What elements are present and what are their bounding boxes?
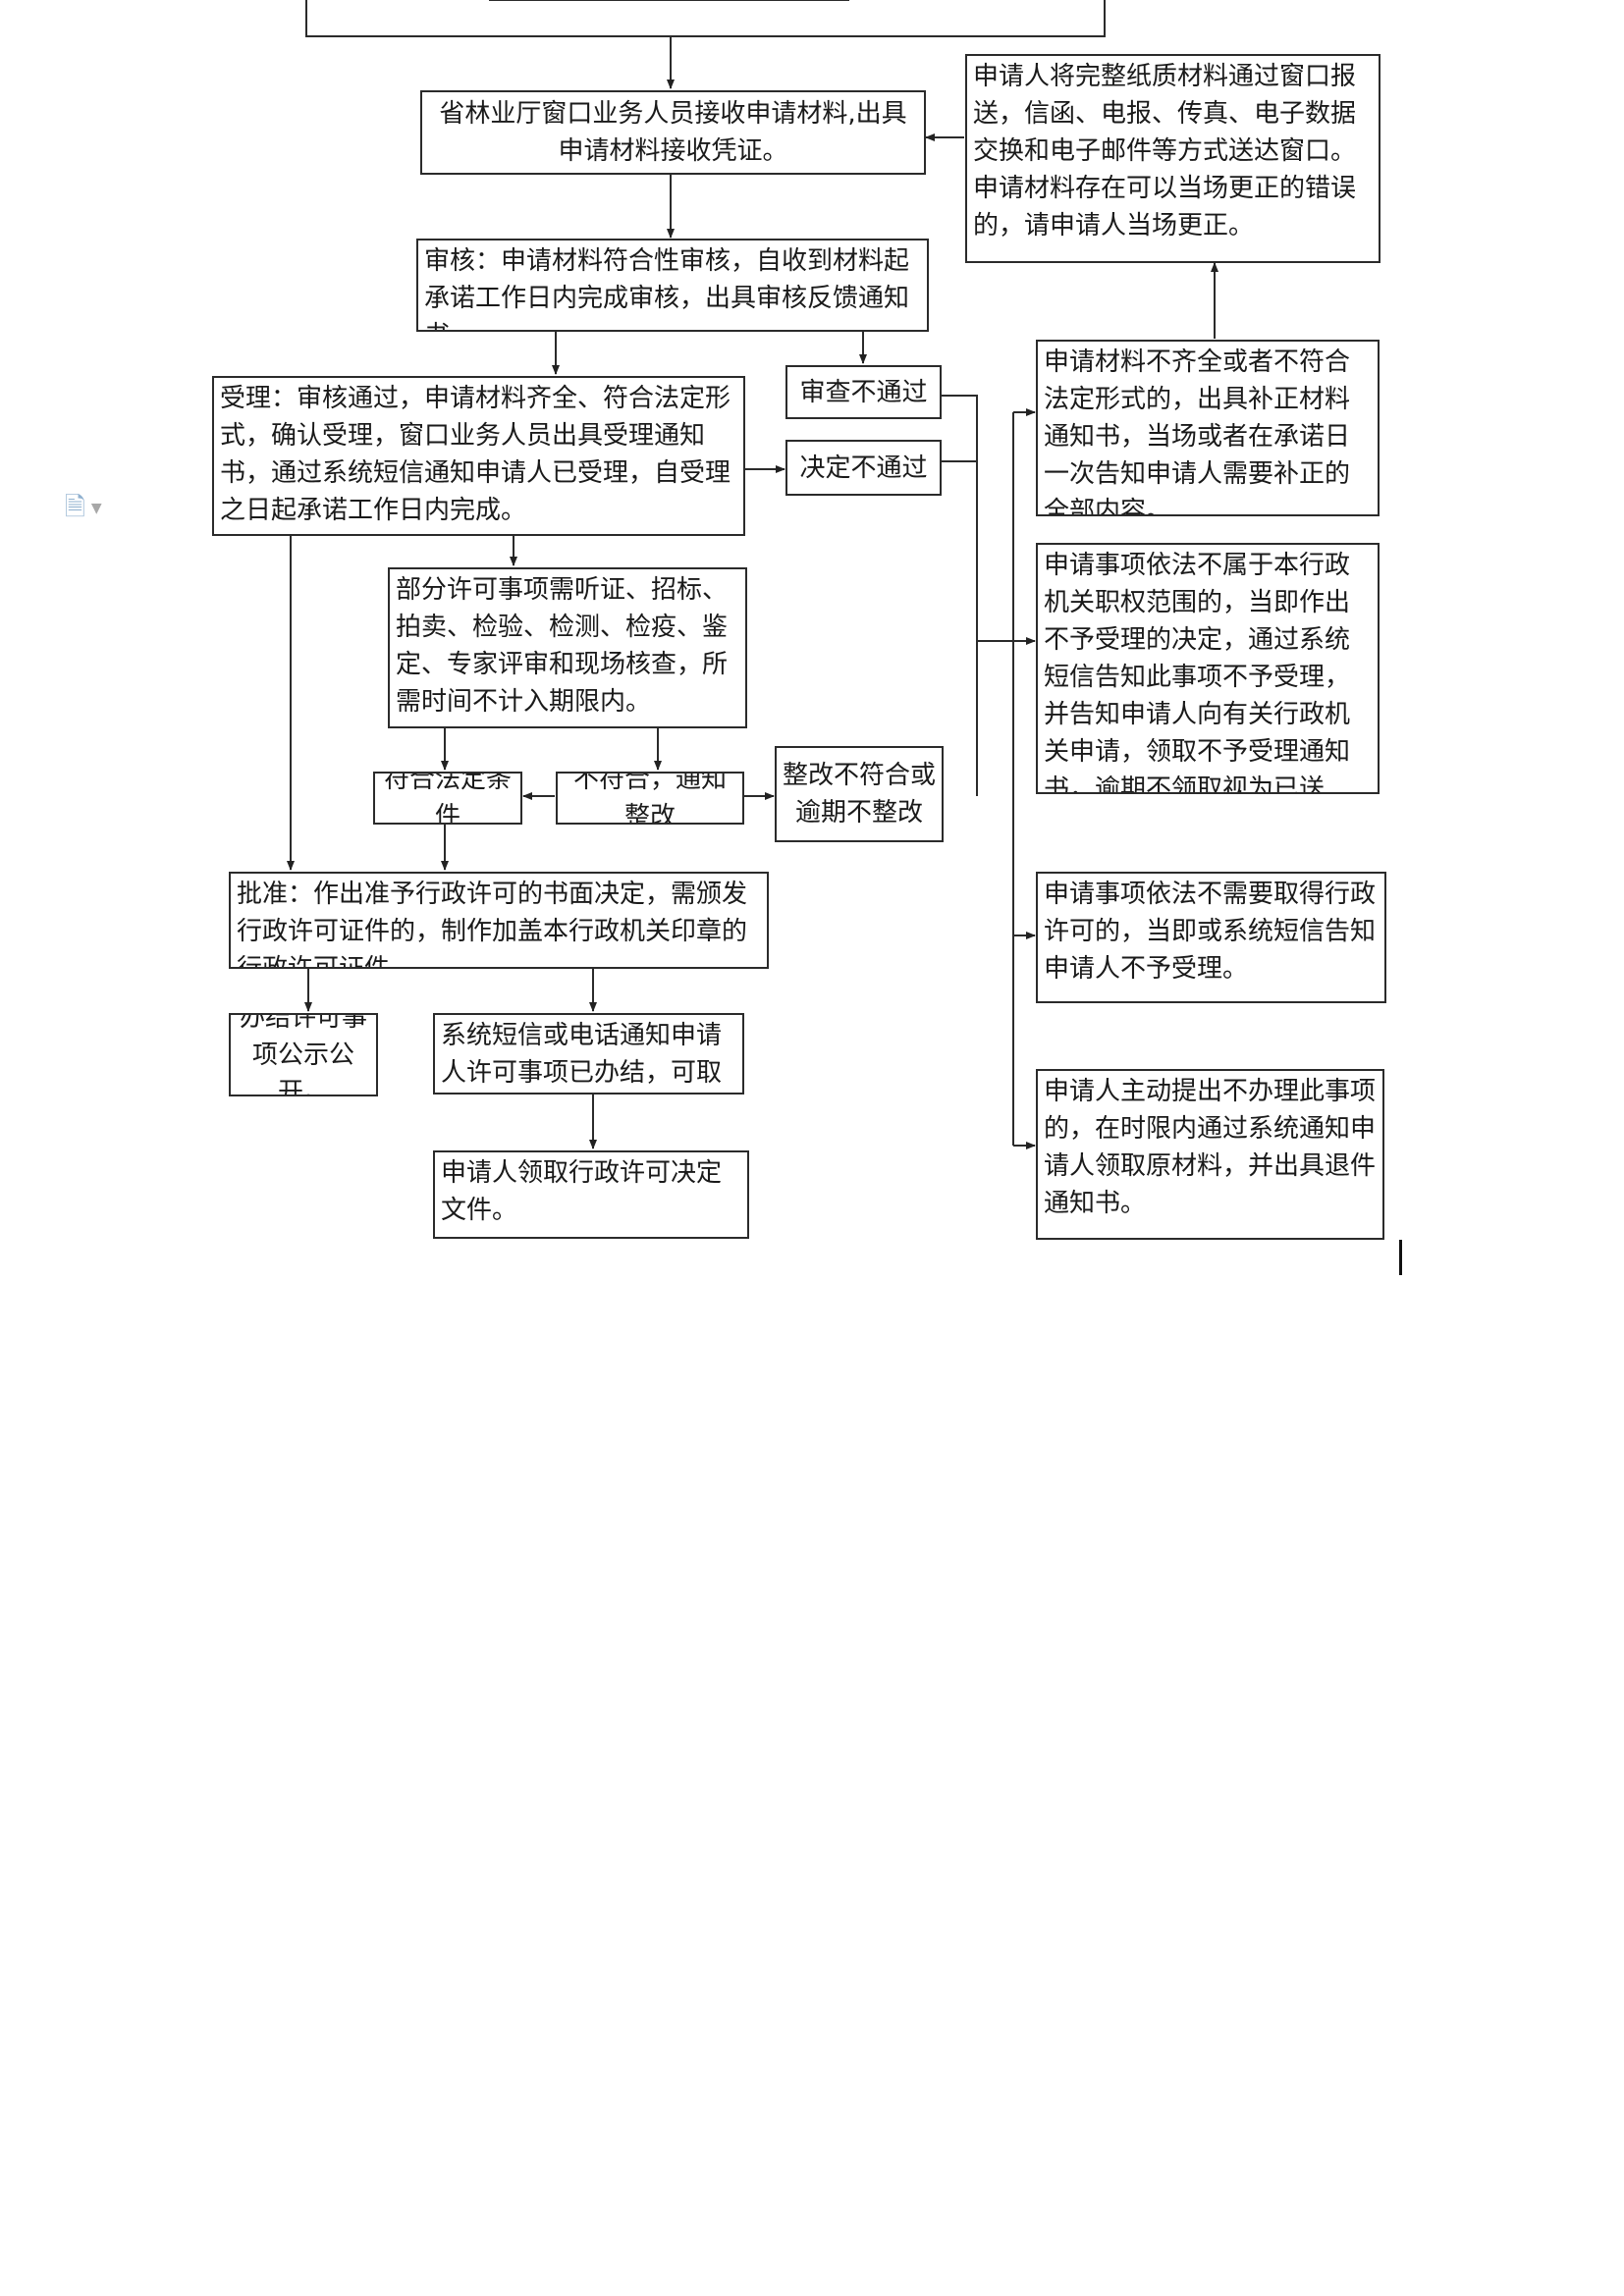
node-noncompliant: 不符合，通知整改 [556,772,744,825]
text-cursor [1399,1240,1402,1275]
node-publicize: 办结许可事项公示公开。 [229,1013,378,1096]
line-review-fail-to-trunk [942,395,978,641]
node-incomplete: 申请材料不齐全或者不符合法定形式的，出具补正材料通知书，当场或者在承诺日一次告知… [1036,340,1380,516]
node-rectify-fail: 整改不符合或逾期不整改 [775,746,944,842]
chevron-down-icon[interactable]: ▼ [90,500,102,516]
node-accept: 受理：审核通过，申请材料齐全、符合法定形式，确认受理，窗口业务人员出具受理通知书… [212,376,745,536]
node-withdraw: 申请人主动提出不办理此事项的，在时限内通过系统通知申请人领取原材料，并出具退件通… [1036,1069,1384,1240]
node-out-of-scope: 申请事项依法不属于本行政机关职权范围的，当即作出不予受理的决定，通过系统短信告知… [1036,543,1380,794]
node-review: 审核：申请材料符合性审核，自收到材料起承诺工作日内完成审核，出具审核反馈通知书。 [416,239,929,332]
node-receive: 省林业厅窗口业务人员接收申请材料,出具申请材料接收凭证。 [420,90,926,175]
node-no-permit-needed: 申请事项依法不需要取得行政许可的，当即或系统短信告知申请人不予受理。 [1036,872,1386,1003]
node-notify: 系统短信或电话通知申请人许可事项已办结，可取件。 [433,1013,744,1095]
node-review-fail: 审查不通过 [785,365,942,419]
node-compliant: 符合法定条件 [373,772,522,825]
node-submit: 申请人将完整纸质材料通过窗口报送，信函、电报、传真、电子数据交换和电子邮件等方式… [965,54,1380,263]
node-decision-fail: 决定不通过 [785,440,942,496]
node-collect: 申请人领取行政许可决定文件。 [433,1150,749,1239]
node-approve: 批准：作出准予行政许可的书面决定，需颁发行政许可证件的，制作加盖本行政机关印章的… [229,872,769,969]
top-box-partial [305,0,1106,37]
document-icon[interactable]: 🗎▼ [65,493,102,522]
line-rectify-fail-to-trunk [976,641,978,796]
node-hearing: 部分许可事项需听证、招标、拍卖、检验、检测、检疫、鉴定、专家评审和现场核查，所需… [388,567,747,728]
